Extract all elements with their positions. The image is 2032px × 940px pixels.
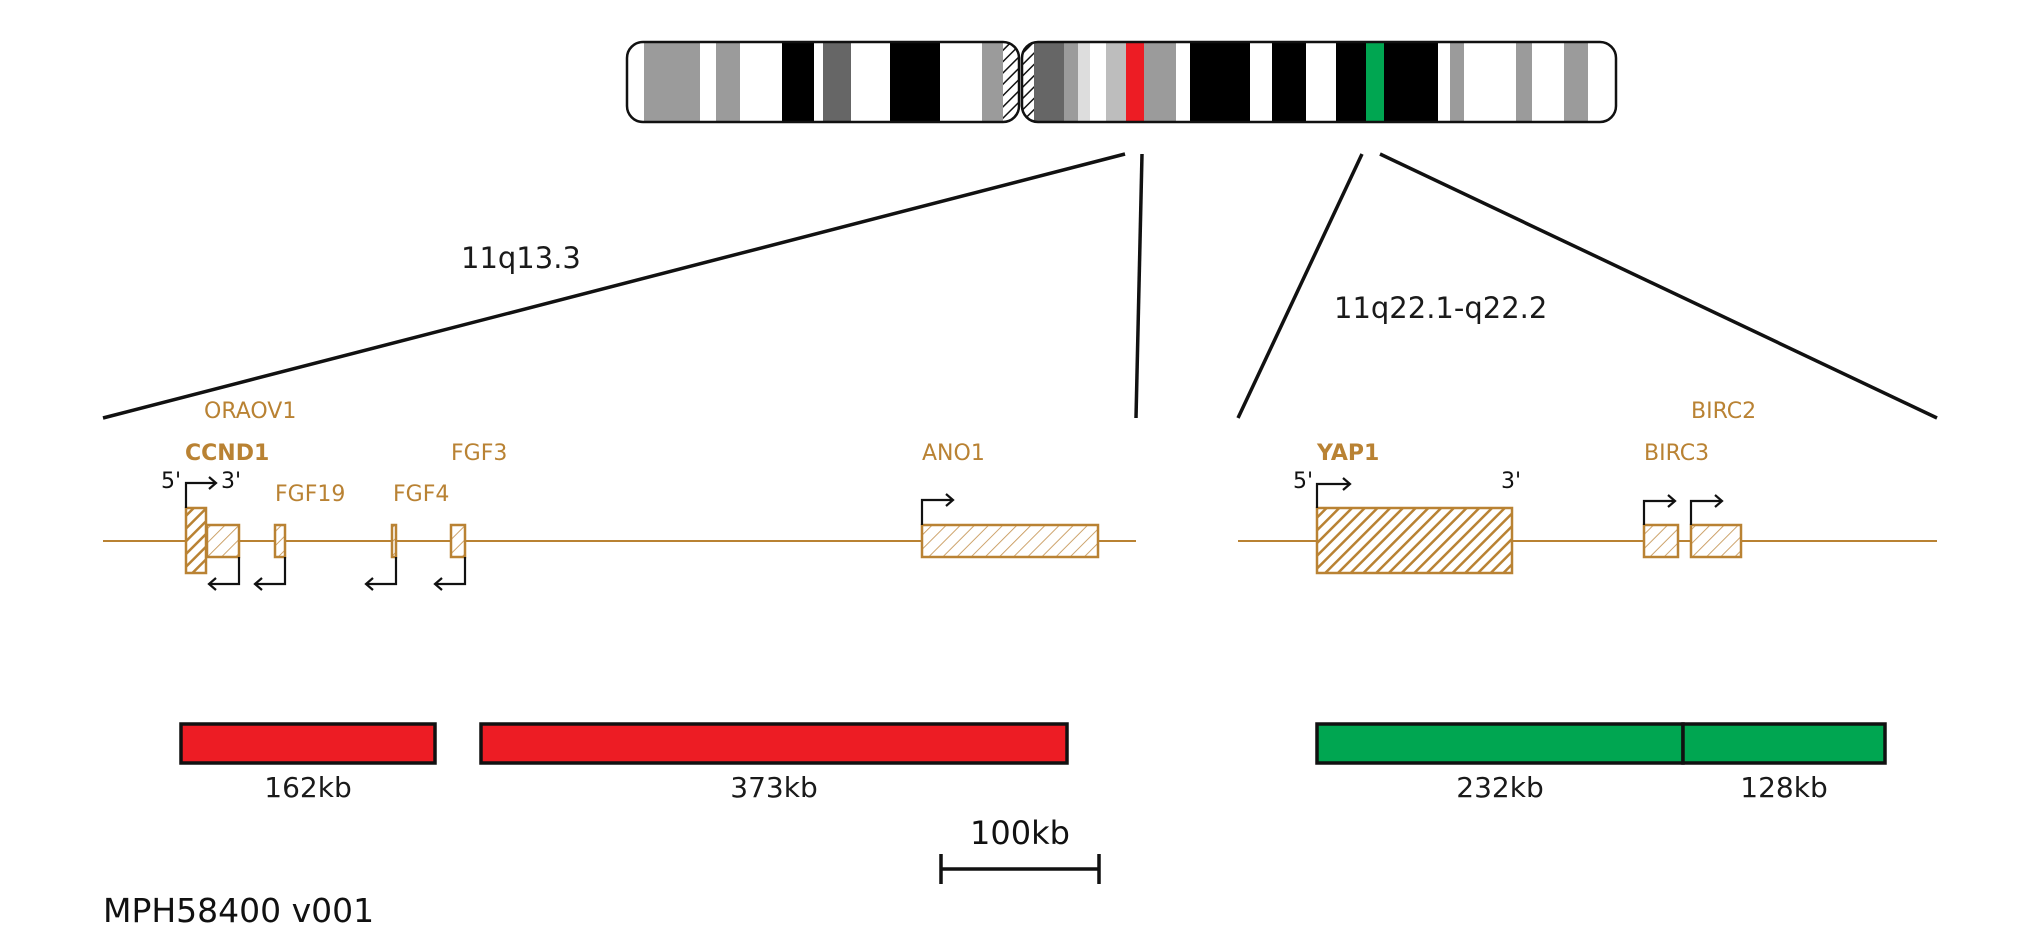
chromosome-q-arm-outline	[1020, 40, 1618, 124]
gene-birc2-box	[1689, 523, 1743, 559]
scale-bar	[939, 854, 1101, 884]
ccnd1-3prime-label: 3'	[221, 469, 241, 494]
gene-label-fgf19: FGF19	[275, 482, 345, 507]
chromosome-q-arm	[1022, 42, 1616, 122]
zoom-lines	[102, 152, 1938, 420]
green-probe-1-size: 232kb	[1456, 771, 1543, 804]
gene-label-yap1: YAP1	[1316, 441, 1379, 466]
fgf3-reverse-arrow	[433, 557, 467, 591]
gene-fgf19-box	[273, 523, 287, 559]
gene-label-birc3: BIRC3	[1644, 441, 1709, 466]
green-probe-1-bar	[1315, 722, 1685, 765]
gene-track-left: ORAOV1 CCND1 FGF19 FGF4 FGF3 ANO1 5' 3'	[103, 399, 1136, 591]
scale-bar-label: 100kb	[970, 814, 1070, 852]
gene-ccnd1-box	[184, 506, 208, 575]
gene-label-ano1: ANO1	[922, 441, 985, 466]
gene-fgf4-box	[390, 523, 398, 559]
region-label-left: 11q13.3	[461, 241, 581, 275]
red-probe-2-bar	[479, 722, 1069, 765]
gene-fgf3-box	[449, 523, 467, 559]
ccnd1-5prime-label: 5'	[161, 469, 181, 494]
gene-track-right: YAP1 BIRC3 BIRC2 5' 3'	[1238, 399, 1937, 575]
probe-name: MPH58400 v001	[103, 891, 374, 930]
green-probe-2-bar	[1681, 722, 1887, 765]
zoom-line-left-inner	[1134, 153, 1144, 419]
birc3-forward-arrow	[1642, 494, 1677, 525]
green-probe-2-size: 128kb	[1740, 771, 1827, 804]
gene-ano1-box	[920, 523, 1100, 559]
gene-label-fgf3: FGF3	[451, 441, 507, 466]
zoom-line-right-inner	[1236, 153, 1364, 419]
chromosome-p-arm	[627, 42, 1019, 122]
ccnd1-forward-arrow	[184, 476, 218, 508]
red-probe-1-size: 162kb	[264, 771, 351, 804]
gene-oraov1-box	[205, 523, 241, 559]
fgf19-reverse-arrow	[253, 557, 287, 591]
gene-birc3-box	[1642, 523, 1680, 559]
ano1-forward-arrow	[920, 493, 955, 525]
zoom-line-left-outer	[102, 152, 1126, 420]
yap1-5prime-label: 5'	[1293, 469, 1313, 494]
region-label-right: 11q22.1-q22.2	[1334, 291, 1547, 325]
birc2-forward-arrow	[1689, 494, 1724, 525]
gene-yap1-box	[1315, 506, 1514, 575]
gene-label-birc2: BIRC2	[1691, 399, 1756, 424]
chromosome-p-arm-outline	[625, 40, 1021, 124]
gene-label-oraov1: ORAOV1	[204, 399, 296, 424]
probe-bars	[179, 722, 1887, 765]
chromosome-11-ideogram	[625, 40, 1618, 124]
yap1-forward-arrow	[1315, 477, 1352, 508]
gene-label-fgf4: FGF4	[393, 482, 449, 507]
yap1-3prime-label: 3'	[1501, 469, 1521, 494]
red-probe-1-bar	[179, 722, 437, 765]
zoom-line-right-outer	[1379, 152, 1938, 420]
gene-label-ccnd1: CCND1	[185, 441, 269, 466]
red-probe-2-size: 373kb	[730, 771, 817, 804]
oraov1-reverse-arrow	[207, 557, 241, 591]
fgf4-reverse-arrow	[364, 557, 398, 591]
